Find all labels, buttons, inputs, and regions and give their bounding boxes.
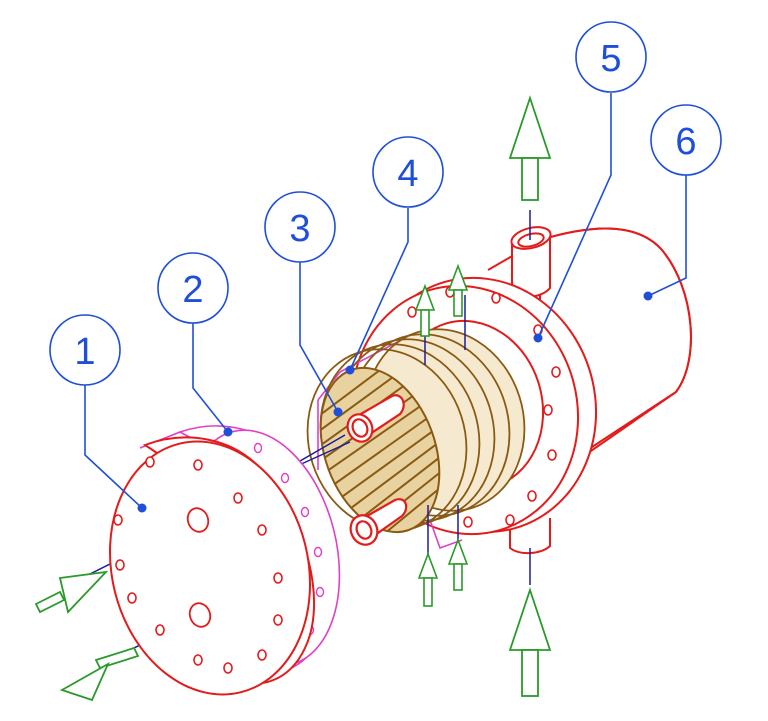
callout-anchor-dots: [137, 291, 653, 513]
flow-outlet-arrow: [59, 646, 140, 702]
callout-5-label: 5: [600, 38, 621, 80]
flow-bottom-inlet-arrow: [508, 587, 552, 697]
front-cover-ports: [186, 507, 212, 628]
inner-tube-upper: [346, 394, 405, 443]
callout-4-label: 4: [397, 153, 418, 195]
flow-small-up-arrows-bottom: [417, 537, 469, 607]
callout-2-label: 2: [182, 269, 203, 311]
callout-1: 1: [49, 314, 121, 386]
callout-6-label: 6: [675, 121, 696, 163]
callout-leaders: [84, 93, 687, 509]
flow-inlet-arrow: [34, 570, 109, 614]
callout-3: 3: [264, 191, 336, 263]
callout-3-label: 3: [289, 208, 310, 250]
callout-5: 5: [575, 21, 647, 93]
inner-tube-lower: [349, 498, 408, 546]
callout-6: 6: [650, 104, 722, 176]
front-cover-bolt-holes: [113, 456, 283, 674]
flow-small-up-arrows-top: [414, 263, 469, 337]
callout-1-label: 1: [74, 331, 95, 373]
callout-4: 4: [372, 136, 444, 208]
callout-2: 2: [157, 252, 229, 324]
flow-top-outlet-arrow: [508, 95, 552, 201]
